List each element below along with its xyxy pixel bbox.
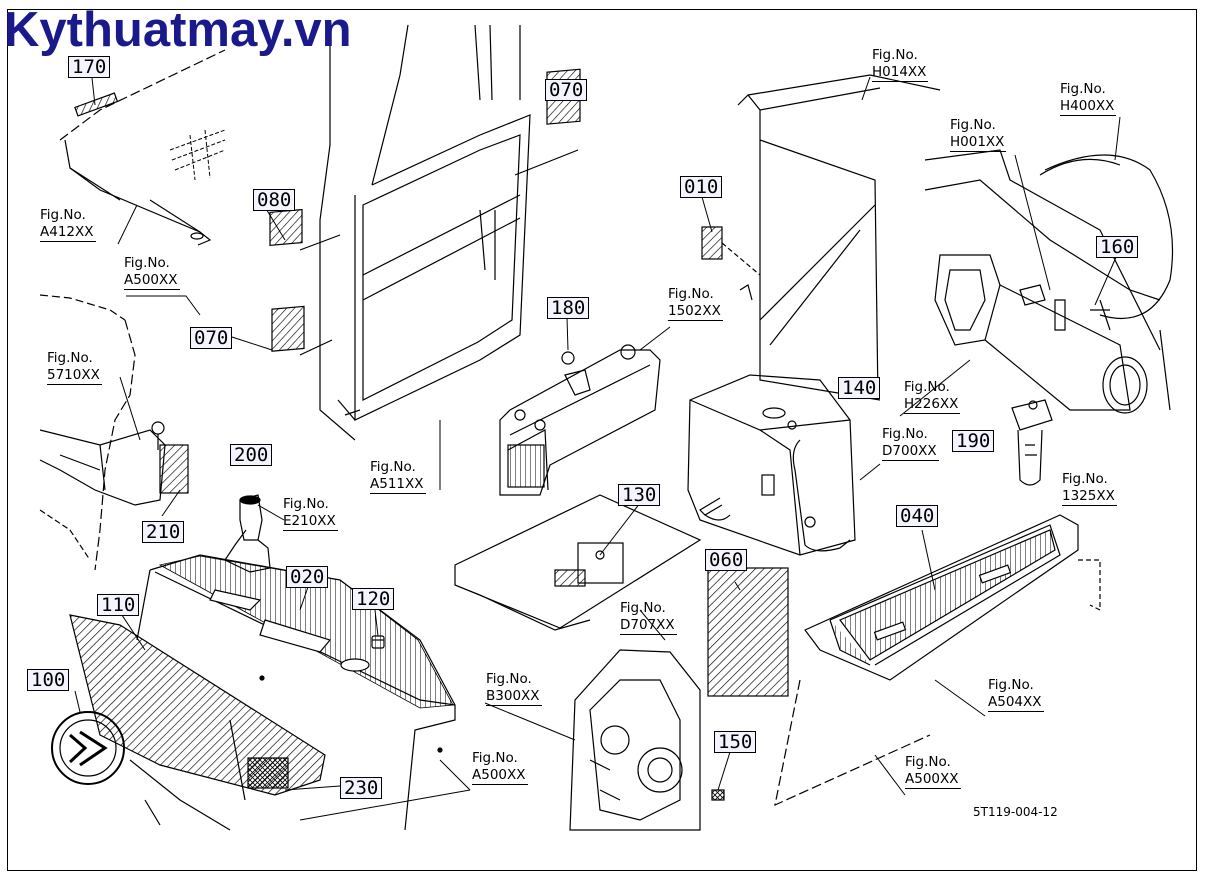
part-230[interactable]: 230	[340, 777, 383, 799]
part-140[interactable]: 140	[838, 377, 881, 399]
fig-ref-1325xx[interactable]: Fig.No.1325XX	[1062, 471, 1117, 506]
drawing-code: 5T119-004-12	[973, 805, 1058, 819]
fig-ref-a412xx[interactable]: Fig.No.A412XX	[40, 207, 96, 242]
part-080[interactable]: 080	[253, 189, 296, 211]
side-panel-drawing	[59, 49, 226, 246]
fig-ref-h400xx[interactable]: Fig.No.H400XX	[1060, 81, 1117, 116]
part-180[interactable]: 180	[547, 297, 590, 319]
fuel-tank-drawing	[687, 374, 856, 556]
floor-plate-drawing	[454, 494, 702, 631]
part-070-lower[interactable]: 070	[190, 327, 233, 349]
fig-ref-a500xx-left[interactable]: Fig.No.A500XX	[124, 255, 180, 290]
part-160[interactable]: 160	[1096, 236, 1139, 258]
part-210[interactable]: 210	[142, 521, 185, 543]
part-010[interactable]: 010	[680, 176, 723, 198]
door-frame-drawing	[269, 24, 581, 441]
part-170[interactable]: 170	[68, 56, 111, 78]
part-120[interactable]: 120	[352, 588, 395, 610]
fig-ref-a504xx[interactable]: Fig.No.A504XX	[988, 677, 1044, 712]
fig-ref-h001xx[interactable]: Fig.No.H001XX	[950, 117, 1007, 152]
floor-mat-drawing	[774, 514, 1101, 807]
fig-ref-1502xx[interactable]: Fig.No.1502XX	[668, 286, 723, 321]
fig-ref-5710xx[interactable]: Fig.No.5710XX	[47, 350, 102, 385]
fig-ref-d707xx[interactable]: Fig.No.D707XX	[620, 600, 677, 635]
fig-ref-d700xx[interactable]: Fig.No.D700XX	[882, 426, 939, 461]
fig-ref-h226xx[interactable]: Fig.No.H226XX	[904, 379, 961, 414]
emblem-drawing	[51, 711, 125, 785]
diagram-frame	[7, 9, 1197, 871]
gear-lever-drawing	[224, 494, 271, 573]
part-070-upper[interactable]: 070	[545, 79, 588, 101]
firewall-sheet	[707, 567, 789, 697]
part-150[interactable]: 150	[714, 731, 757, 753]
fig-ref-a511xx[interactable]: Fig.No.A511XX	[370, 459, 426, 494]
fig-ref-b300xx[interactable]: Fig.No.B300XX	[486, 671, 542, 706]
fig-ref-h014xx[interactable]: Fig.No.H014XX	[872, 47, 929, 82]
radiator-frame-drawing	[701, 74, 941, 401]
radiator-drawing	[499, 344, 661, 496]
fuel-filter-drawing	[1011, 399, 1053, 486]
harness-bracket-drawing	[39, 294, 189, 571]
part-100[interactable]: 100	[27, 669, 70, 691]
fig-ref-a500xx-bottom[interactable]: Fig.No.A500XX	[472, 750, 528, 785]
part-110[interactable]: 110	[97, 594, 140, 616]
part-020[interactable]: 020	[286, 566, 329, 588]
fig-ref-a500xx-right[interactable]: Fig.No.A500XX	[905, 754, 961, 789]
part-190[interactable]: 190	[952, 430, 995, 452]
watermark-logo: Kythuatmay.vn	[4, 3, 352, 57]
dashboard-hood-drawing	[69, 554, 456, 831]
leader-lines	[74, 76, 1121, 821]
fan-housing-drawing	[924, 149, 1174, 414]
part-200[interactable]: 200	[230, 444, 273, 466]
part-130[interactable]: 130	[618, 484, 661, 506]
fig-ref-e210xx[interactable]: Fig.No.E210XX	[283, 496, 338, 531]
part-040[interactable]: 040	[896, 505, 939, 527]
part-060[interactable]: 060	[705, 549, 748, 571]
transmission-drawing	[569, 649, 725, 831]
